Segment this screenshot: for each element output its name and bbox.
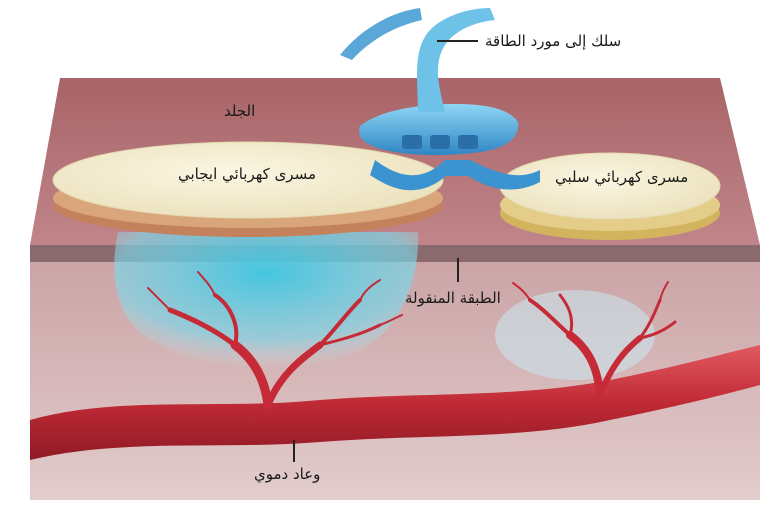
negative-electrode-pad — [500, 153, 720, 219]
label-positive-electrode: مسرى كهربائي ايجابي — [178, 165, 316, 183]
label-skin: الجلد — [224, 102, 255, 120]
label-negative-electrode: مسرى كهربائي سلبي — [555, 168, 688, 186]
label-power-wire: سلك إلى مورد الطاقة — [485, 32, 621, 50]
connector-slot-2 — [430, 135, 450, 149]
power-cable-tail — [340, 8, 422, 60]
label-blood-vessel: وعاد دموي — [254, 465, 320, 483]
label-conductive-layer: الطبقة المنقولة — [405, 289, 501, 307]
connector-slot-1 — [402, 135, 422, 149]
connector-slot-3 — [458, 135, 478, 149]
